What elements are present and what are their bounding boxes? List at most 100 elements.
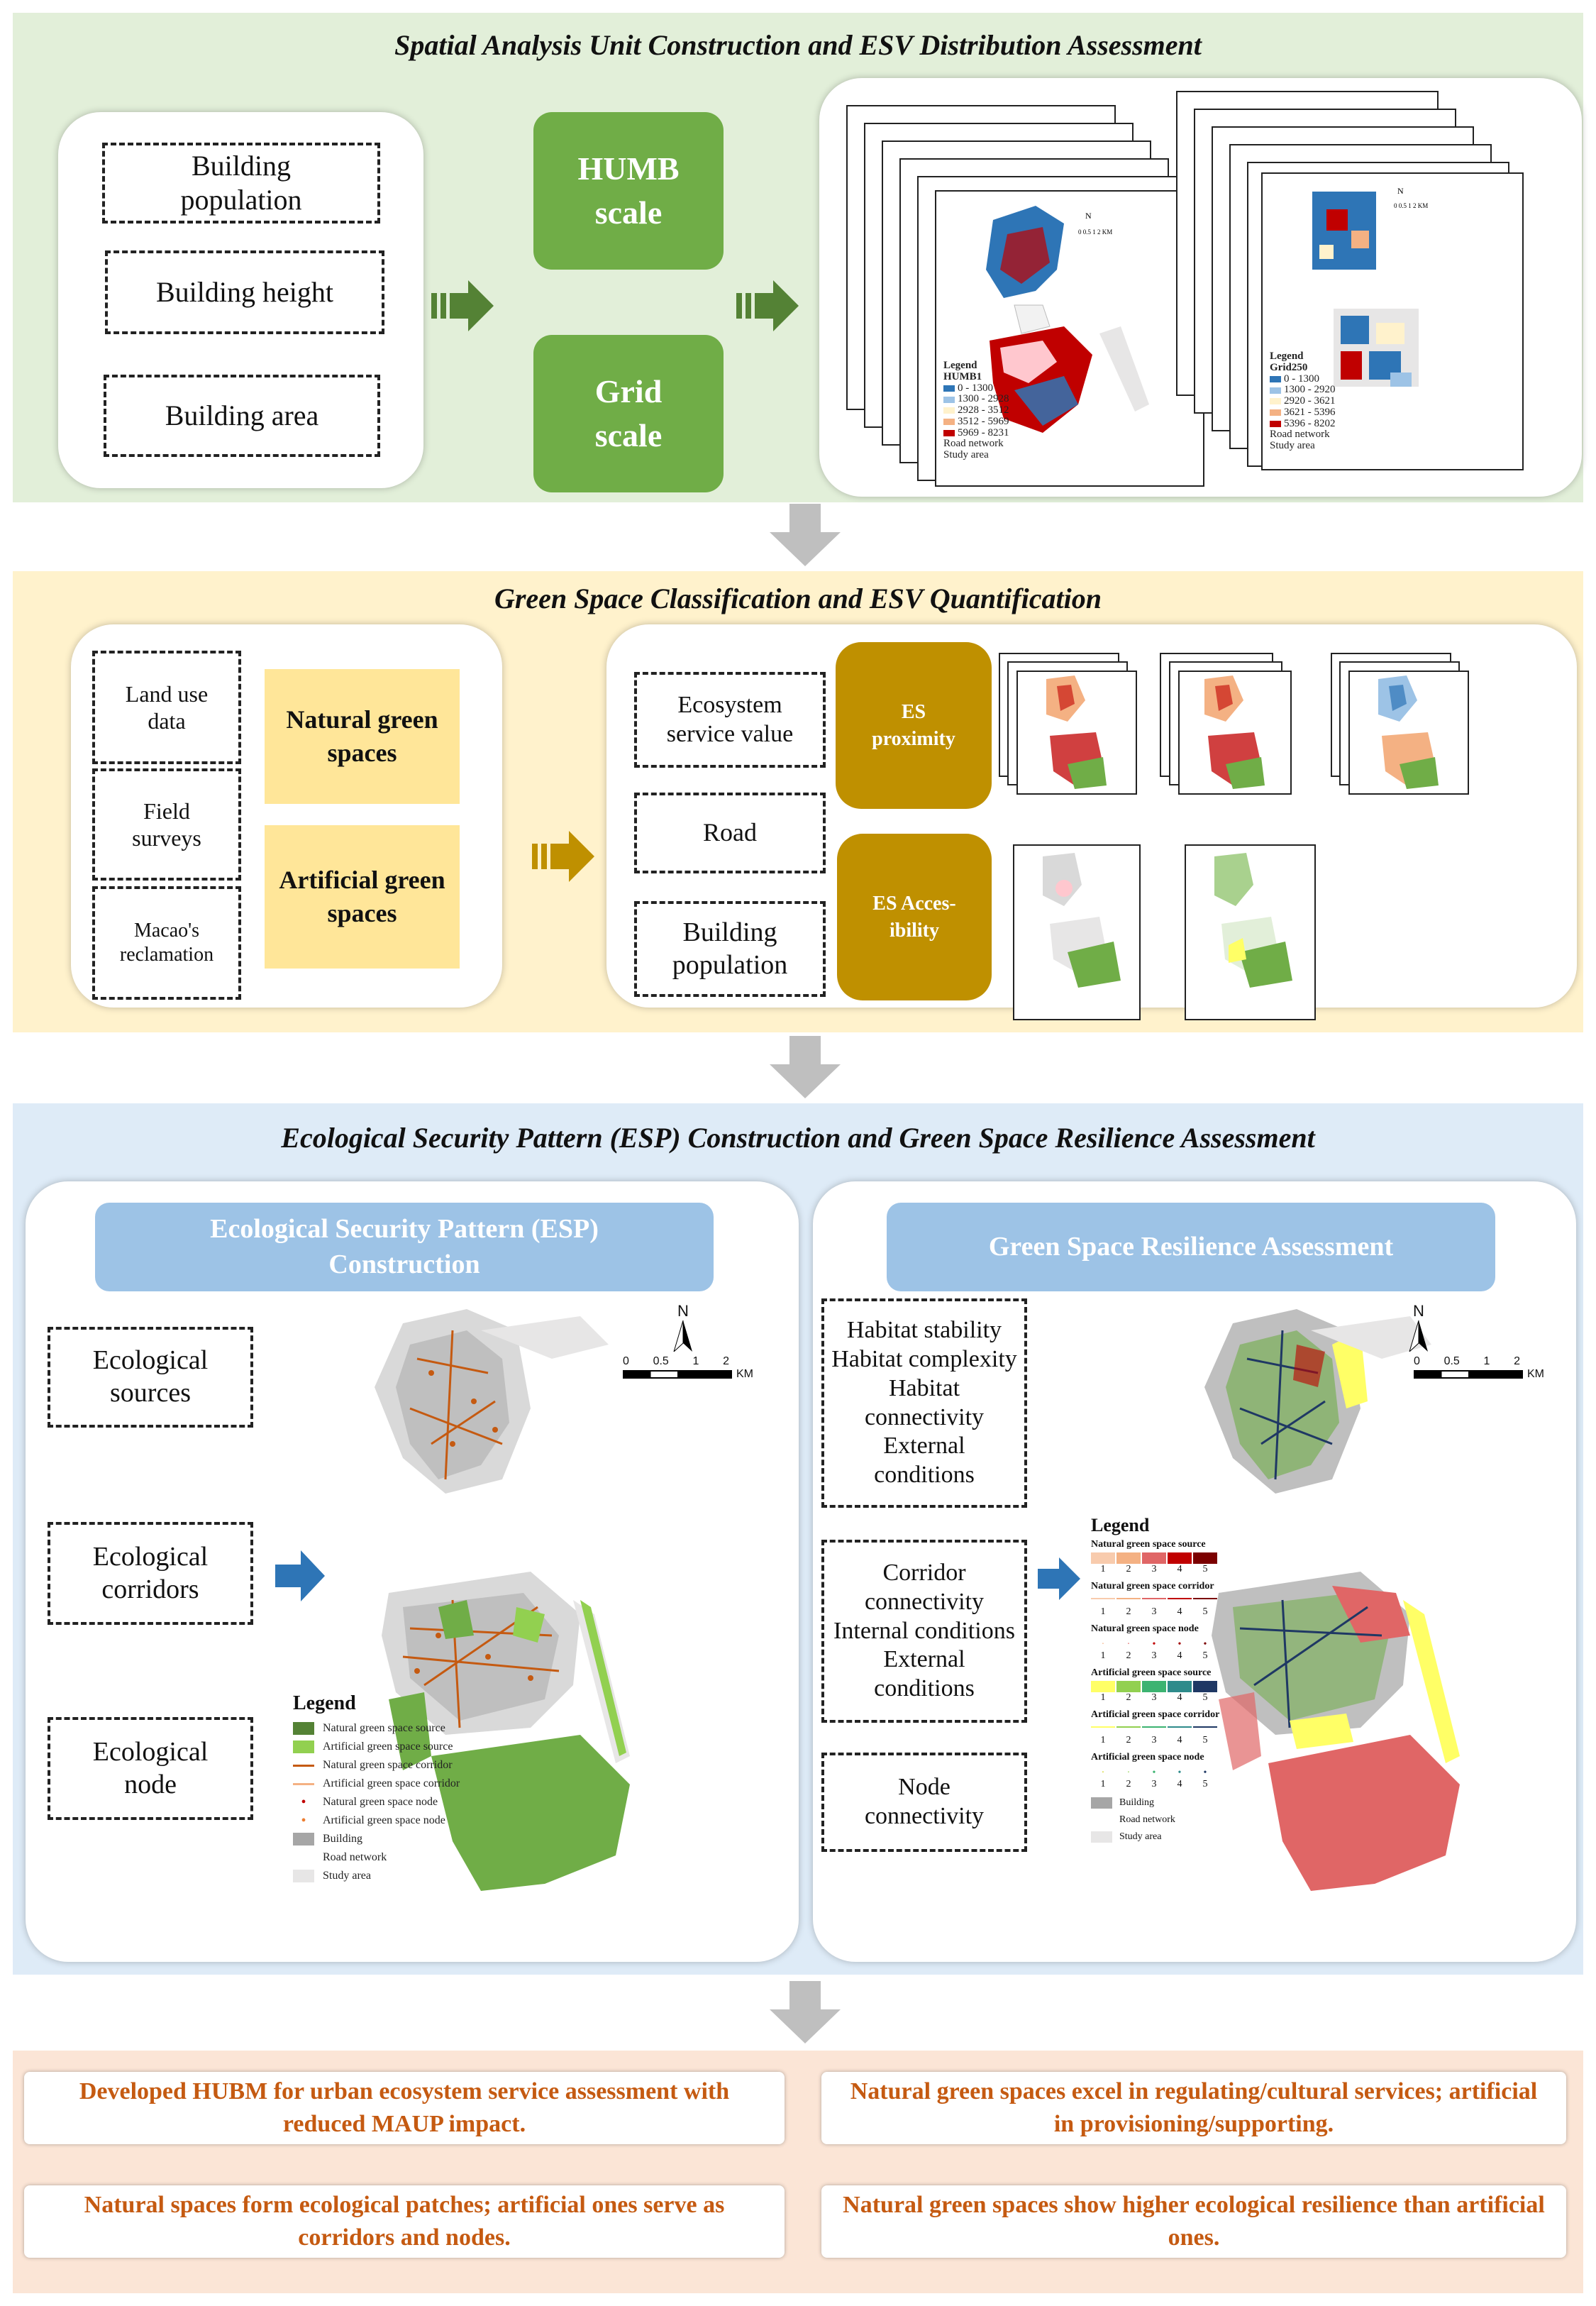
- legend-range: 1300 - 2920: [1284, 384, 1336, 396]
- legend-study: Study area: [943, 449, 989, 460]
- legend-class: 4: [1177, 1564, 1182, 1574]
- svg-text:0 0.5 1 2 KM: 0 0.5 1 2 KM: [1394, 202, 1428, 209]
- input-ecological-sources: Ecological sources: [48, 1327, 253, 1428]
- legend-class: 2: [1126, 1564, 1131, 1574]
- legend-item: Road network: [1119, 1814, 1175, 1825]
- input-building-height: Building height: [105, 250, 384, 334]
- input-node-connectivity: Node connectivity: [821, 1753, 1027, 1852]
- proximity-map-graphic: [1204, 675, 1265, 789]
- artificial-green-spaces-box: Artificial green spaces: [265, 825, 460, 969]
- legend-class: 5: [1202, 1606, 1208, 1617]
- legend-range: 3621 - 5396: [1284, 406, 1336, 418]
- legend-class: 1: [1100, 1779, 1106, 1789]
- legend-class: 5: [1202, 1564, 1208, 1574]
- arrow-right-icon: [1038, 1557, 1080, 1600]
- panel-green-space-classification: Green Space Classification and ESV Quant…: [13, 571, 1583, 1032]
- grid-scale-box: Grid scale: [533, 335, 724, 492]
- panel3-title: Ecological Security Pattern (ESP) Constr…: [281, 1122, 1315, 1154]
- legend-class: 1: [1100, 1650, 1106, 1661]
- accessibility-map-graphic: [1214, 853, 1292, 988]
- scalebar-unit: KM: [736, 1368, 753, 1380]
- north-arrow-icon: N: [662, 1302, 704, 1356]
- legend-item: Study area: [1119, 1831, 1162, 1842]
- legend-title: Legend: [1270, 351, 1304, 362]
- arrow-down-icon: [770, 504, 841, 566]
- legend-class: 4: [1177, 1779, 1182, 1789]
- legend-class: 3: [1151, 1564, 1157, 1574]
- scalebar-label: 0.5: [653, 1355, 669, 1367]
- svg-text:N: N: [1397, 186, 1404, 196]
- esp-legend: Legend Natural green space source Artifi…: [293, 1692, 460, 1882]
- north-arrow-icon: N: [1397, 1302, 1440, 1356]
- input-corridor-indicators: Corridor connectivity Internal condition…: [821, 1540, 1027, 1723]
- scalebar-label: 0: [623, 1355, 629, 1367]
- legend-group: Artificial green space node: [1091, 1752, 1204, 1762]
- legend-title: Legend: [293, 1692, 356, 1714]
- scalebar-label: 0.5: [1443, 1355, 1460, 1367]
- legend-range: 5969 - 8231: [958, 426, 1009, 438]
- north-label: N: [677, 1302, 689, 1320]
- legend-class: 2: [1126, 1692, 1131, 1703]
- panel2-title: Green Space Classification and ESV Quant…: [494, 583, 1102, 614]
- legend-layer: HUMB1: [943, 370, 982, 382]
- legend-range: 0 - 1300: [1284, 373, 1319, 385]
- input-field-surveys: Field surveys: [92, 768, 241, 881]
- grid-legend: Legend Grid250 0 - 1300 1300 - 2920 2920…: [1270, 351, 1336, 452]
- finding-4: Natural green spaces show higher ecologi…: [821, 2185, 1566, 2258]
- arrow-down-icon: [770, 1036, 841, 1098]
- legend-item: Study area: [323, 1870, 371, 1882]
- legend-class: 5: [1202, 1735, 1208, 1745]
- esp-map: [375, 1309, 630, 1891]
- legend-class: 2: [1126, 1606, 1131, 1617]
- input-building-population: Building population: [102, 143, 380, 224]
- resilience-map: [1204, 1309, 1460, 1891]
- legend-class: 3: [1151, 1692, 1157, 1703]
- legend-class: 1: [1100, 1692, 1106, 1703]
- scalebar-label: 1: [692, 1355, 699, 1367]
- legend-class: 5: [1202, 1692, 1208, 1703]
- natural-green-spaces-box: Natural green spaces: [265, 669, 460, 804]
- panel-spatial-analysis: Spatial Analysis Unit Construction and E…: [13, 13, 1583, 502]
- scalebar-label: 2: [723, 1355, 729, 1367]
- legend-group: Natural green space source: [1091, 1539, 1206, 1550]
- legend-class: 4: [1177, 1692, 1182, 1703]
- arrow-right-icon: [431, 280, 494, 331]
- legend-class: 1: [1100, 1564, 1106, 1574]
- legend-title: Legend: [943, 360, 977, 371]
- legend-item: Artificial green space node: [323, 1814, 445, 1826]
- legend-class: 2: [1126, 1735, 1131, 1745]
- legend-road: Road network: [1270, 429, 1330, 441]
- legend-group: Natural green space corridor: [1091, 1581, 1214, 1591]
- arrow-right-icon: [736, 280, 799, 331]
- proximity-map-graphic: [1046, 675, 1107, 789]
- legend-class: 4: [1177, 1650, 1182, 1661]
- legend-class: 1: [1100, 1735, 1106, 1745]
- input-habitat-indicators: Habitat stability Habitat complexity Hab…: [821, 1298, 1027, 1508]
- scalebar-label: 0: [1414, 1355, 1420, 1367]
- legend-class: 5: [1202, 1779, 1208, 1789]
- legend-item: Natural green space node: [323, 1796, 438, 1808]
- grid-map: N 0 0.5 1 2 KM Legend Grid250 0 - 1300 1…: [1261, 172, 1524, 470]
- accessibility-map-graphic: [1043, 853, 1121, 988]
- legend-range: 2928 - 3512: [958, 404, 1009, 416]
- svg-text:0 0.5 1 2 KM: 0 0.5 1 2 KM: [1078, 228, 1112, 236]
- legend-group: Artificial green space source: [1091, 1667, 1212, 1678]
- legend-class: 3: [1151, 1650, 1157, 1661]
- panel-esp-resilience: Ecological Security Pattern (ESP) Constr…: [13, 1103, 1583, 1975]
- north-label: N: [1413, 1302, 1424, 1320]
- input-building-area: Building area: [104, 375, 380, 457]
- arrow-down-icon: [770, 1981, 841, 2043]
- esp-banner: Ecological Security Pattern (ESP) Constr…: [95, 1203, 714, 1291]
- legend-class: 1: [1100, 1606, 1106, 1617]
- humb-map-graphic: N 0 0.5 1 2 KM: [986, 206, 1149, 433]
- legend-title: Legend: [1091, 1515, 1150, 1535]
- esp-scalebar: 0 0.5 1 2 KM: [623, 1355, 786, 1381]
- legend-class: 5: [1202, 1650, 1208, 1661]
- scalebar-unit: KM: [1527, 1368, 1544, 1380]
- input-ecological-corridors: Ecological corridors: [48, 1522, 253, 1625]
- legend-class: 3: [1151, 1606, 1157, 1617]
- legend-range: 0 - 1300: [958, 382, 993, 394]
- legend-range: 2920 - 3621: [1284, 395, 1336, 407]
- panel1-title: Spatial Analysis Unit Construction and E…: [394, 29, 1202, 61]
